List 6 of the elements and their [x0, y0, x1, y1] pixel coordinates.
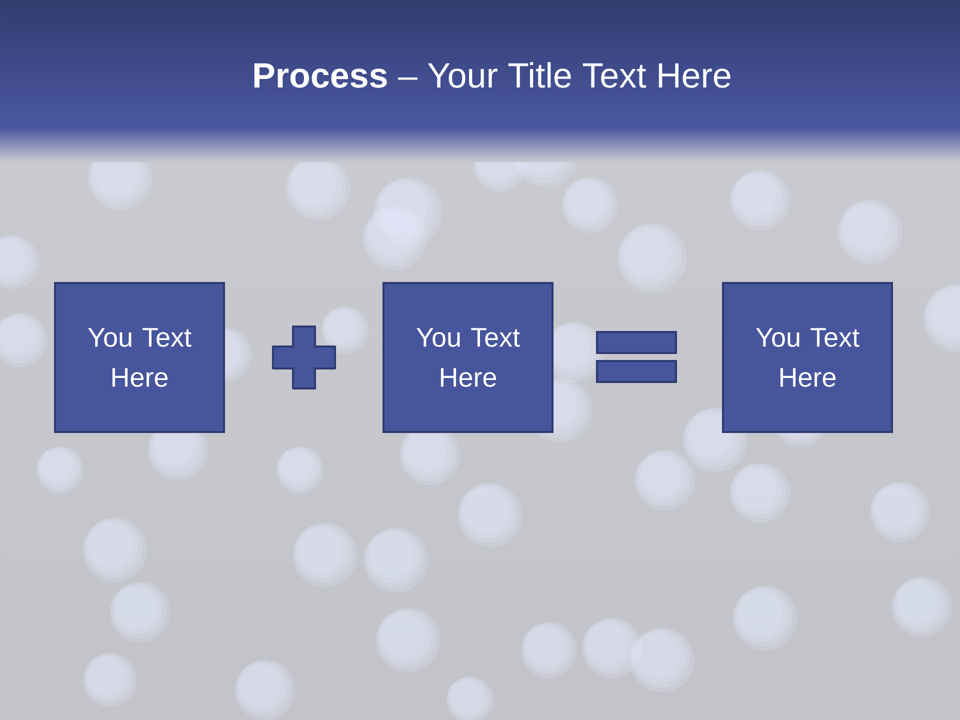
plus-sign [272, 325, 336, 390]
text-box: You Text Here [54, 282, 225, 433]
title: Process – Your Title Text Here [254, 62, 730, 88]
text-box: You Text Here [722, 282, 893, 433]
text-box: You Text Here [382, 282, 554, 433]
equals-sign [596, 330, 677, 383]
